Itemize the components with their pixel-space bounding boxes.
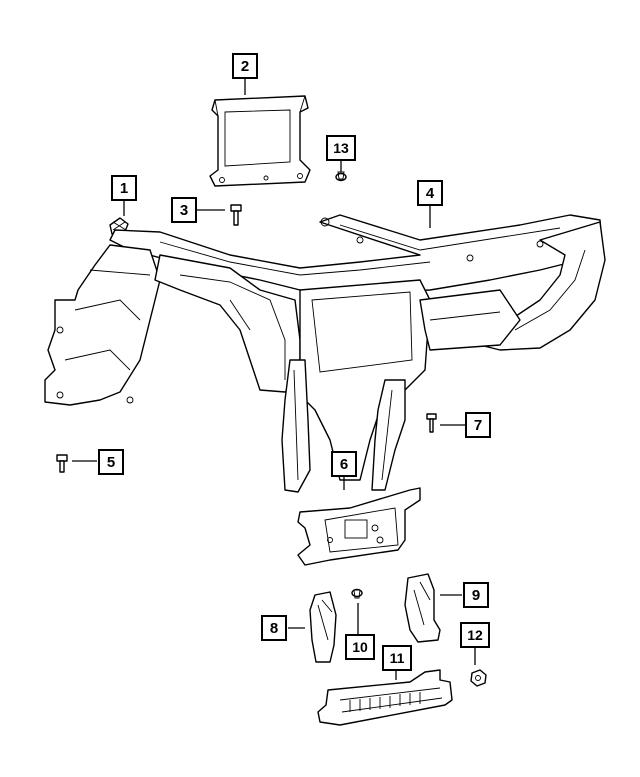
part-9-bracket <box>404 573 441 643</box>
part-6-bracket <box>297 487 421 566</box>
part-3-bolt <box>230 204 242 226</box>
callout-2: 2 <box>232 53 258 79</box>
callout-5: 5 <box>98 449 124 475</box>
callout-10: 10 <box>345 634 375 660</box>
callout-3: 3 <box>171 197 197 223</box>
callout-6: 6 <box>331 451 357 477</box>
callout-4: 4 <box>417 180 443 206</box>
part-12-nut <box>470 669 487 687</box>
callout-1: 1 <box>111 175 137 201</box>
part-7-bolt <box>426 413 437 433</box>
part-8-bracket <box>309 591 337 663</box>
callout-9: 9 <box>463 582 489 608</box>
part-5-bolt <box>56 454 68 473</box>
part-10-screw <box>351 588 363 599</box>
callout-13: 13 <box>326 135 356 161</box>
callout-12: 12 <box>460 622 490 648</box>
part-13-screw <box>335 171 347 182</box>
part-4-crossbeam <box>44 214 606 493</box>
part-11-panel <box>317 669 453 726</box>
callout-7: 7 <box>465 412 491 438</box>
callout-11: 11 <box>382 645 412 671</box>
callout-8: 8 <box>261 615 287 641</box>
part-2-bracket <box>209 95 311 187</box>
